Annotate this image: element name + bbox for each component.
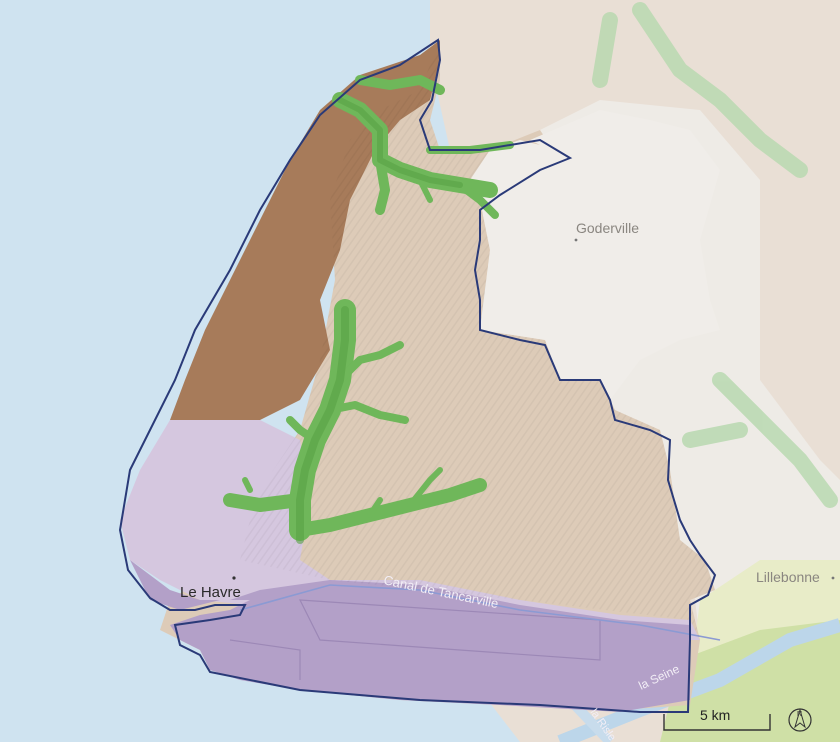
canal-line: [239, 584, 721, 641]
goderville-dot: [574, 238, 578, 242]
lillebonne-label: Lillebonne: [756, 569, 820, 585]
port-zone: [130, 560, 690, 712]
scale-bar: 5 km: [663, 707, 771, 731]
outer-plain-green: [660, 620, 840, 742]
le-havre-label: Le Havre: [180, 584, 241, 601]
scale-bar-label: 5 km: [700, 707, 730, 723]
north-arrow-icon: N: [788, 708, 812, 732]
goderville-label: Goderville: [576, 220, 639, 236]
estuary-lilac: [120, 420, 700, 640]
outer-valleys: [592, 2, 838, 508]
seine-river: [557, 618, 840, 747]
lillebonne-dot: [831, 576, 835, 580]
le-havre-dot: [232, 576, 236, 580]
goderville-zone: [470, 110, 720, 400]
compass-label: N: [797, 711, 802, 718]
port-docks: [229, 599, 601, 680]
study-boundary: [118, 38, 717, 713]
hillshade: [240, 40, 715, 640]
valleys-core: [296, 97, 463, 544]
